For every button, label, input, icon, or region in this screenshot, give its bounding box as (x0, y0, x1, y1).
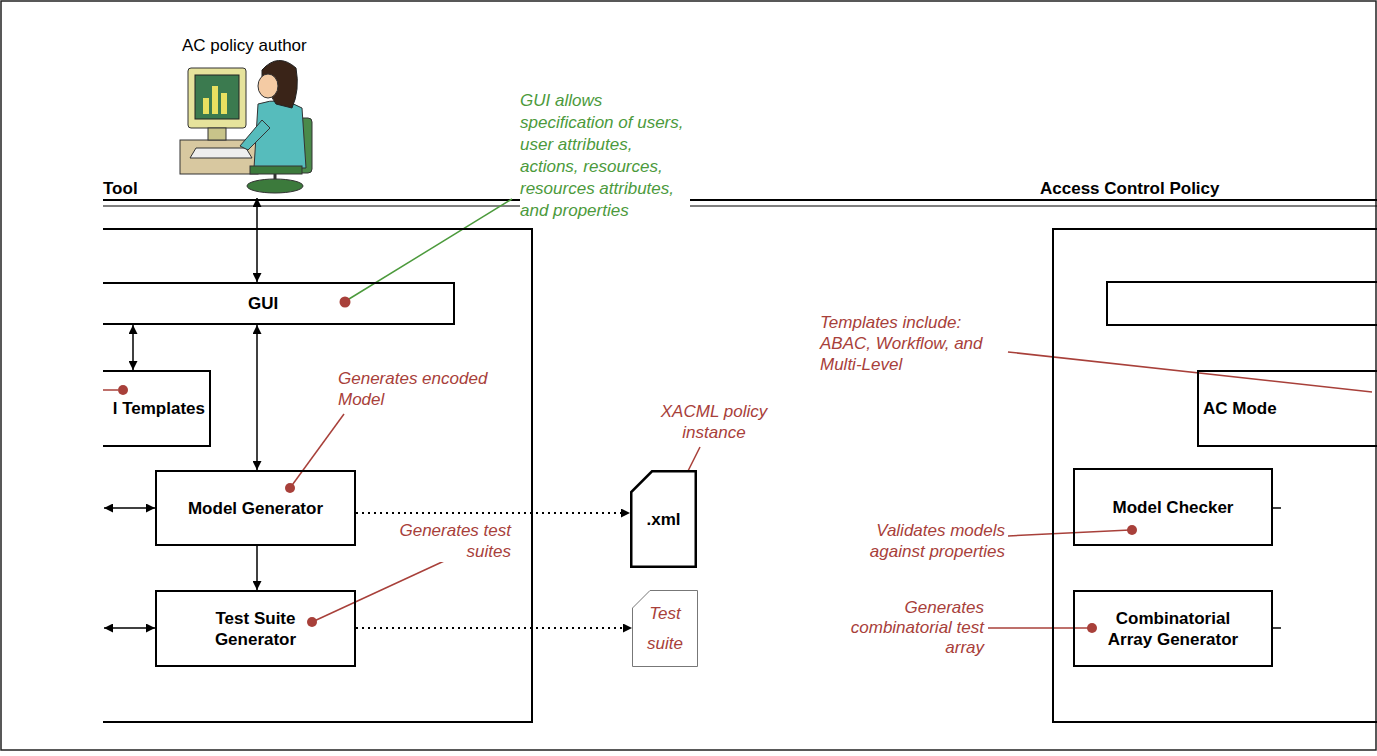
node-label: l Templates (113, 398, 205, 419)
templates-box: AC Mode (1197, 370, 1377, 447)
flow-arrow (256, 546, 258, 590)
leader-line (290, 414, 344, 488)
node-label: Model Generator (188, 498, 323, 519)
document-outline (633, 591, 698, 667)
node-label: Test suite (640, 599, 690, 659)
generator-box: Combinatorial Array Generator (1073, 590, 1273, 667)
chair-base (247, 179, 303, 193)
keyboard (190, 148, 252, 158)
node-label: GUI (248, 293, 278, 314)
gui-box: GUI (103, 282, 455, 325)
node-label: Combinatorial Array Generator (1103, 608, 1243, 650)
panel-heading: Access Control Policy (1040, 178, 1220, 199)
monitor (188, 68, 246, 128)
leader-line (103, 389, 118, 391)
node-label: .xml (646, 509, 680, 530)
dotted-arrow (356, 627, 632, 629)
screen (195, 75, 239, 119)
callout-note: GUI allows specification of users, user … (520, 90, 690, 222)
person-arm (240, 120, 270, 150)
generator-box: Test Suite Generator (155, 590, 356, 667)
templates-box: l Templates (103, 370, 211, 447)
leader-line (1008, 530, 1130, 536)
policy-panel: Access Control PolicyAC ModeModel Checke… (1052, 228, 1377, 723)
leader-line (349, 199, 512, 299)
document-outline (631, 471, 696, 567)
offpage-link (1273, 507, 1281, 509)
callout-note: Validates models against properties (855, 520, 1005, 562)
callout-note: Generates encoded Model (338, 368, 513, 410)
callout-note: Templates include: ABAC, Workflow, and M… (820, 312, 1005, 375)
screen-bar (203, 98, 209, 114)
callout-note: GUI allows specification of users, user … (520, 90, 690, 222)
leader-dot (307, 617, 317, 627)
leader-dot (1087, 623, 1097, 633)
generator-box: Model Generator (155, 470, 356, 546)
node-label: Model Checker (1113, 497, 1234, 518)
chair-seat (250, 166, 302, 174)
checker-box: Model Checker (1073, 468, 1273, 546)
dotted-arrow (356, 512, 630, 514)
actor-label: AC policy author (182, 36, 332, 56)
empty-box (1107, 282, 1377, 325)
monitor-stand (208, 128, 226, 140)
node-label: AC Mode (1203, 398, 1277, 419)
leader-dot (1127, 525, 1137, 535)
document-outline (632, 590, 698, 667)
author-illustration (180, 60, 312, 193)
callout-note: Validates models against properties (855, 520, 1005, 562)
document-icon: .xml (630, 470, 697, 568)
callout-note: XACML policy instance (649, 401, 779, 443)
tool-panel: ToolGUIl TemplatesModel GeneratorTest Su… (103, 228, 533, 723)
callout-note: Generates combinatorial test array (844, 598, 984, 658)
leader-line (312, 556, 455, 622)
offpage-link (1273, 627, 1281, 629)
flow-arrow (256, 325, 258, 470)
leader-dot (340, 297, 351, 308)
leader-line (1008, 352, 1372, 392)
document-icon: Test suite (632, 590, 698, 667)
leader-dot (118, 385, 128, 395)
node-label: Test Suite Generator (191, 608, 321, 650)
flow-arrow (132, 325, 134, 370)
callout-note: Templates include: ABAC, Workflow, and M… (820, 312, 1005, 375)
offpage-link (104, 627, 155, 629)
author-link (256, 198, 258, 282)
screen-bar (221, 93, 227, 114)
offpage-link (104, 507, 155, 509)
screen-bar (212, 86, 218, 114)
heading-rule (103, 206, 1377, 207)
panel-heading: Tool (103, 178, 138, 199)
callout-note: Generates test suites (386, 520, 511, 562)
person-face (258, 74, 278, 98)
leader-dot (285, 483, 295, 493)
actor-label: AC policy author (182, 36, 332, 56)
heading-rule (103, 199, 1377, 201)
callout-note: Generates encoded Model (338, 368, 513, 410)
callout-note: XACML policy instance (649, 401, 779, 443)
callout-note: Generates test suites (386, 520, 511, 562)
callout-note: Generates combinatorial test array (844, 598, 984, 658)
